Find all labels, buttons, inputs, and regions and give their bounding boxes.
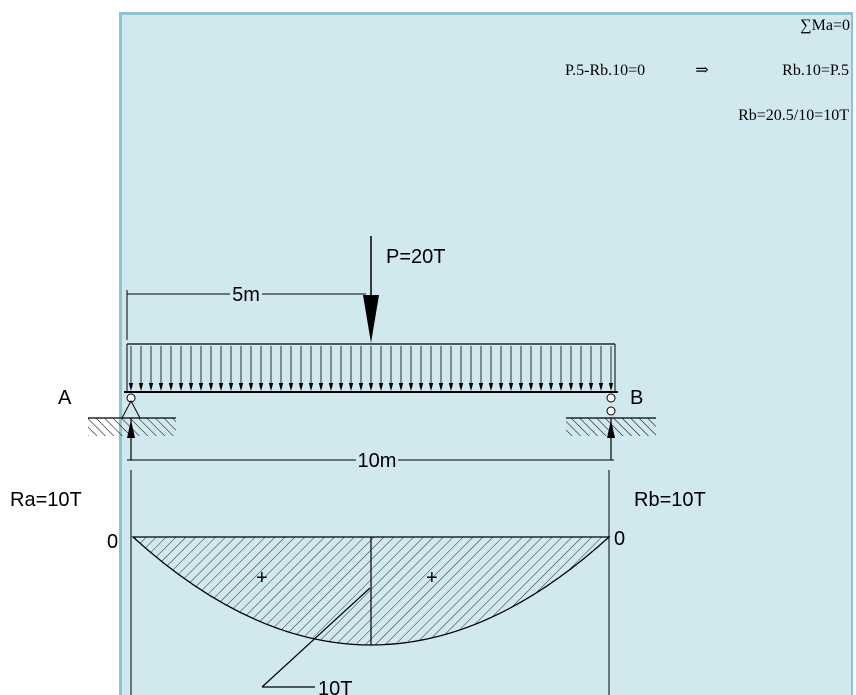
udl-arrowhead-icon [608,383,614,391]
point-load-label: P=20T [386,246,445,268]
udl-arrowhead-icon [448,383,454,391]
udl-arrowhead-icon [178,383,184,391]
udl-arrowhead-icon [278,383,284,391]
udl-arrowhead-icon [218,383,224,391]
udl-arrowhead-icon [408,383,414,391]
support-a-label: A [58,387,72,409]
moment-right-sign: + [426,567,438,589]
dim-5m-label: 5m [232,284,260,306]
equation-sum-moments: ∑Ma=0 [800,17,850,34]
udl-arrowhead-icon [458,383,464,391]
udl-arrowhead-icon [478,383,484,391]
udl-arrowhead-icon [548,383,554,391]
udl-arrowhead-icon [578,383,584,391]
udl-arrowhead-icon [438,383,444,391]
udl-arrowhead-icon [148,383,154,391]
udl-arrowhead-icon [568,383,574,391]
max-moment-leader [261,587,371,688]
udl-arrowhead-icon [268,383,274,391]
reaction-a-arrowhead-icon [127,420,135,438]
udl-arrowhead-icon [468,383,474,391]
udl-arrowhead-icon [138,383,144,391]
udl-arrowhead-icon [528,383,534,391]
dim-10m-label: 10m [358,450,397,472]
reaction-b-label: Rb=10T [634,489,706,511]
equation-rb-result: Rb=20.5/10=10T [738,107,849,124]
udl-arrowhead-icon [308,383,314,391]
equation-moment-balance: P.5-Rb.10=0 [565,62,645,79]
udl-arrowhead-icon [348,383,354,391]
udl-arrowhead-icon [298,383,304,391]
udl-arrowhead-icon [358,383,364,391]
udl-arrowhead-icon [198,383,204,391]
udl-arrowhead-icon [538,383,544,391]
udl-arrowhead-icon [238,383,244,391]
udl-arrowhead-icon [168,383,174,391]
udl-arrowhead-icon [558,383,564,391]
udl-arrowhead-icon [188,383,194,391]
udl-arrowhead-icon [318,383,324,391]
udl-arrowhead-icon [498,383,504,391]
udl-arrowhead-icon [158,383,164,391]
udl-arrowhead-icon [488,383,494,391]
implies-arrow-icon: ⇒ [695,62,708,79]
moment-right-zero: 0 [614,528,625,550]
udl-arrowhead-icon [328,383,334,391]
udl-arrowhead-icon [518,383,524,391]
udl-arrowhead-icon [338,383,344,391]
reaction-b-arrowhead-icon [607,420,615,438]
udl-arrowhead-icon [418,383,424,391]
udl-arrowhead-icon [588,383,594,391]
reaction-a-label: Ra=10T [10,489,82,511]
udl-arrowhead-icon [378,383,384,391]
moment-left-zero: 0 [107,531,118,553]
udl-arrowhead-icon [248,383,254,391]
moment-left-sign: + [256,567,268,589]
support-b-label: B [630,387,643,409]
distributed-load [126,343,616,392]
point-load-arrowhead-icon [363,295,379,343]
udl-arrowhead-icon [388,383,394,391]
udl-arrowhead-icon [208,383,214,391]
max-moment-label: 10T [318,678,352,695]
udl-arrowhead-icon [368,383,374,391]
udl-arrowhead-icon [128,383,134,391]
udl-arrowhead-icon [598,383,604,391]
udl-arrowhead-icon [398,383,404,391]
udl-arrowhead-icon [258,383,264,391]
udl-arrowhead-icon [428,383,434,391]
equation-rb-product: Rb.10=P.5 [782,62,849,79]
udl-arrowhead-icon [508,383,514,391]
udl-arrowhead-icon [228,383,234,391]
udl-arrowhead-icon [288,383,294,391]
